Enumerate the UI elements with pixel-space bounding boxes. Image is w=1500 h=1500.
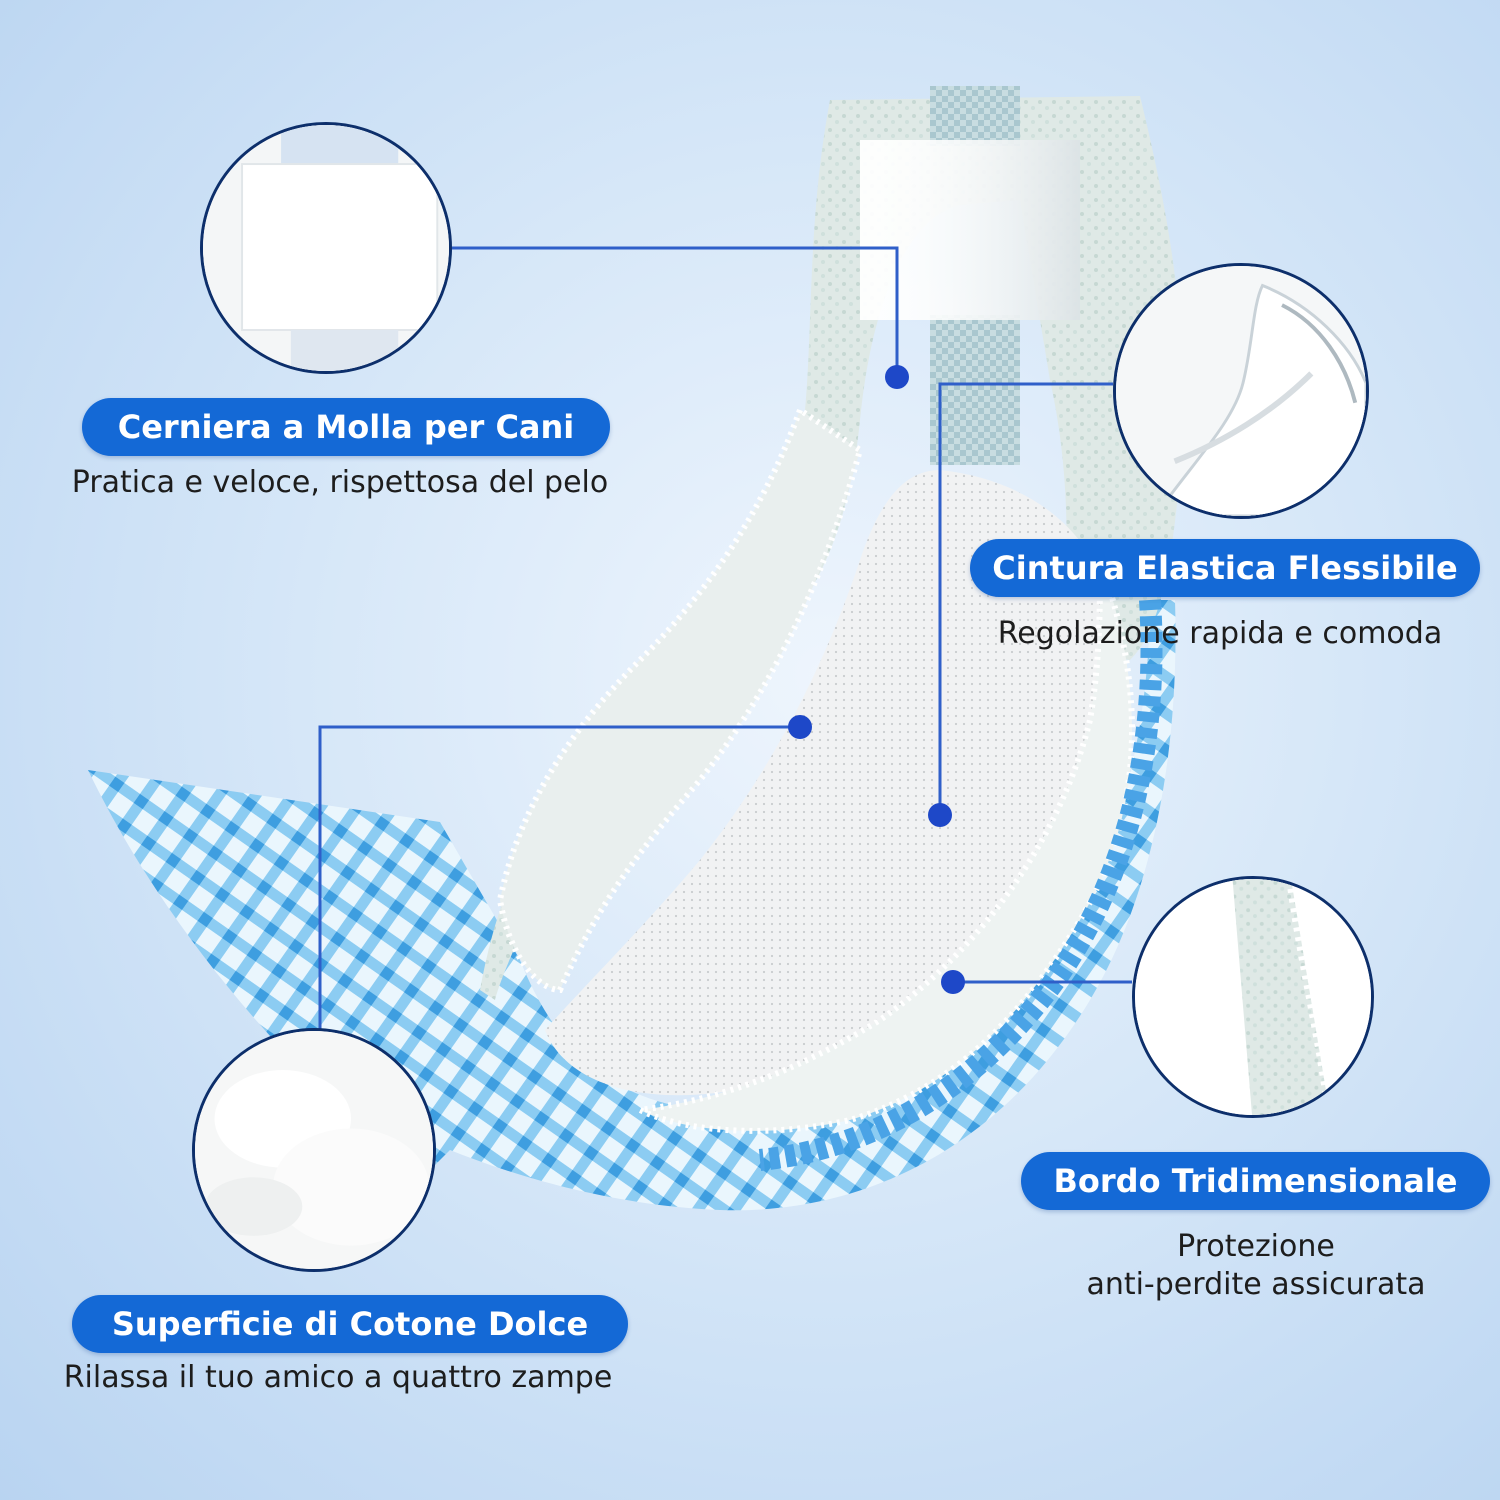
feature-description-edge-line1: Protezione — [1177, 1229, 1335, 1264]
feature-description-belt: Regolazione rapida e comoda — [997, 616, 1443, 651]
feature-title-belt: Cintura Elastica Flessibile — [970, 539, 1480, 597]
detail-circle-hinge — [200, 122, 452, 374]
connector-dot-belt — [928, 803, 952, 827]
detail-circle-edge — [1132, 876, 1374, 1118]
feature-title-edge: Bordo Tridimensionale — [1021, 1152, 1490, 1210]
connector-dot-cotton — [788, 715, 812, 739]
detail-circle-belt — [1113, 263, 1369, 519]
connector-line-hinge — [452, 246, 899, 376]
connector-line-belt — [938, 382, 1113, 815]
detail-circle-cotton — [192, 1028, 436, 1272]
connector-dot-hinge — [885, 365, 909, 389]
feature-title-hinge: Cerniera a Molla per Cani — [82, 398, 610, 456]
connector-dot-edge — [941, 970, 965, 994]
feature-description-edge-line2: anti-perdite assicurata — [1086, 1267, 1426, 1302]
feature-title-cotton: Superficie di Cotone Dolce — [72, 1295, 628, 1353]
connector-line-cotton — [318, 725, 800, 1030]
feature-description-hinge: Pratica e veloce, rispettosa del pelo — [71, 465, 609, 500]
feature-description-cotton: Rilassa il tuo amico a quattro zampe — [63, 1360, 613, 1395]
